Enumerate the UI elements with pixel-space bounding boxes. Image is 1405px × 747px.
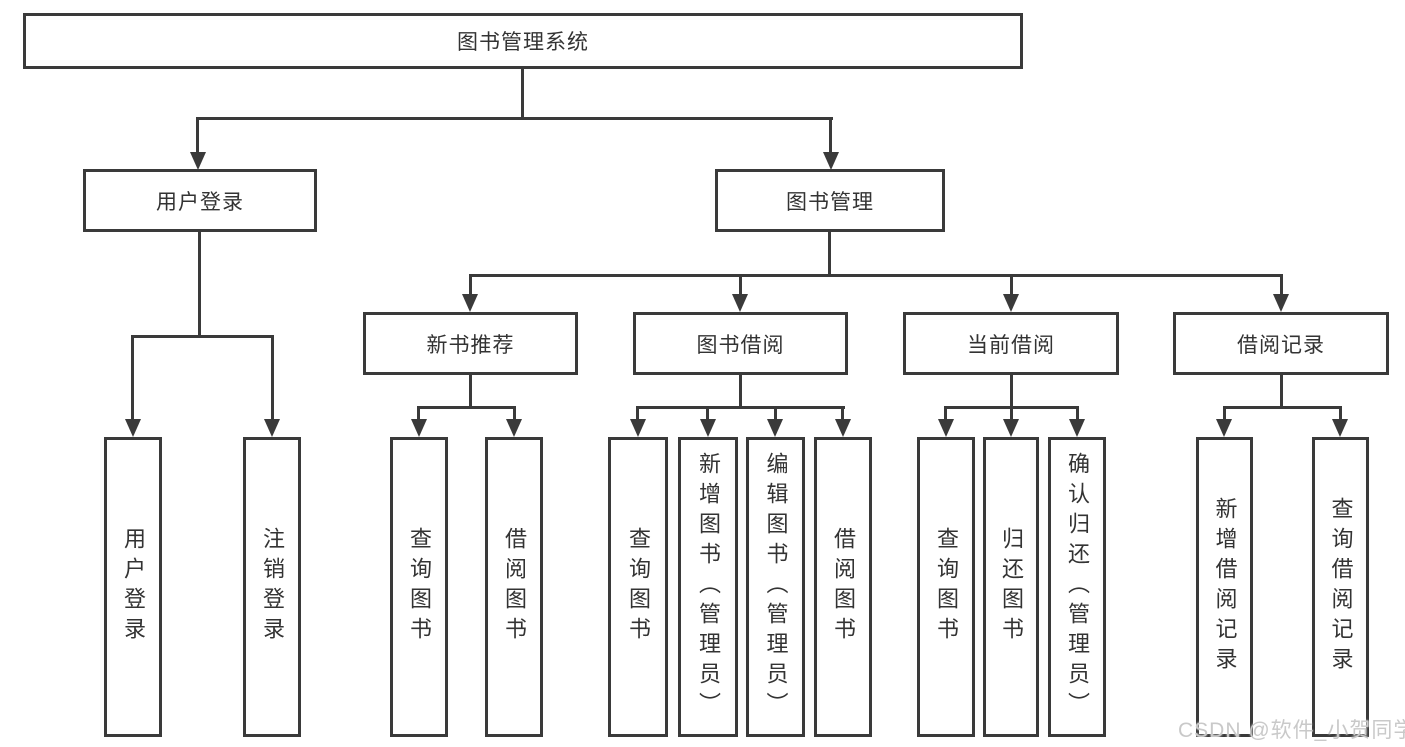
- node-label: 图书管理: [786, 190, 874, 214]
- arrow-down-icon: [411, 419, 427, 437]
- connector-line: [417, 406, 420, 421]
- leaf-return-book: 归还图书: [983, 437, 1039, 737]
- arrow-down-icon: [462, 294, 478, 312]
- connector-line: [196, 117, 199, 153]
- connector-line: [1010, 406, 1013, 421]
- leaf-label: 查询图书: [934, 527, 959, 647]
- connector-line: [521, 69, 524, 119]
- arrow-down-icon: [1003, 294, 1019, 312]
- leaf-borrow-book: 借阅图书: [485, 437, 543, 737]
- arrow-down-icon: [823, 152, 839, 170]
- connector-line: [469, 274, 1282, 277]
- leaf-add-book-admin: 新增图书（管理员）: [678, 437, 738, 737]
- leaf-edit-book-admin: 编辑图书（管理员）: [746, 437, 805, 737]
- leaf-label: 查询借阅记录: [1328, 497, 1354, 677]
- connector-line: [1076, 406, 1079, 421]
- leaf-label: 借阅图书: [502, 527, 527, 647]
- connector-line: [841, 406, 844, 421]
- connector-line: [636, 406, 639, 421]
- arrow-down-icon: [767, 419, 783, 437]
- arrow-down-icon: [732, 294, 748, 312]
- connector-line: [1010, 375, 1013, 408]
- arrow-down-icon: [938, 419, 954, 437]
- arrow-down-icon: [1332, 419, 1348, 437]
- connector-line: [828, 232, 831, 276]
- arrow-down-icon: [700, 419, 716, 437]
- connector-line: [944, 406, 947, 421]
- node-label: 图书借阅: [696, 333, 785, 357]
- leaf-query-borrow-record: 查询借阅记录: [1312, 437, 1369, 737]
- connector-line: [196, 117, 833, 120]
- connector-line: [1280, 274, 1283, 296]
- leaf-query-book: 查询图书: [608, 437, 668, 737]
- connector-line: [131, 335, 134, 421]
- leaf-logout: 注销登录: [243, 437, 301, 737]
- arrow-down-icon: [1216, 419, 1232, 437]
- connector-line: [636, 406, 845, 409]
- arrow-down-icon: [835, 419, 851, 437]
- node-user-login: 用户登录: [83, 169, 317, 232]
- leaf-label: 用户登录: [121, 527, 146, 647]
- connector-line: [198, 232, 201, 337]
- arrow-down-icon: [630, 419, 646, 437]
- connector-line: [1223, 406, 1342, 409]
- connector-line: [774, 406, 777, 421]
- connector-line: [469, 274, 472, 296]
- arrow-down-icon: [1273, 294, 1289, 312]
- leaf-label: 确认归还（管理员）: [1065, 452, 1090, 722]
- connector-line: [469, 375, 472, 408]
- connector-line: [1223, 406, 1226, 421]
- arrow-down-icon: [125, 419, 141, 437]
- connector-line: [417, 406, 516, 409]
- leaf-confirm-return-admin: 确认归还（管理员）: [1048, 437, 1106, 737]
- arrow-down-icon: [506, 419, 522, 437]
- connector-line: [829, 117, 832, 153]
- leaf-user-login: 用户登录: [104, 437, 162, 737]
- leaf-label: 注销登录: [260, 527, 285, 647]
- leaf-label: 查询图书: [626, 527, 651, 647]
- leaf-label: 借阅图书: [831, 527, 856, 647]
- leaf-query-book: 查询图书: [390, 437, 448, 737]
- leaf-label: 查询图书: [407, 527, 432, 647]
- connector-line: [739, 274, 742, 296]
- leaf-label: 归还图书: [999, 527, 1024, 647]
- node-label: 当前借阅: [967, 333, 1055, 357]
- connector-line: [513, 406, 516, 421]
- connector-line: [1280, 375, 1283, 408]
- leaf-add-borrow-record: 新增借阅记录: [1196, 437, 1253, 737]
- node-label: 用户登录: [156, 190, 244, 214]
- arrow-down-icon: [1069, 419, 1085, 437]
- csdn-watermark: CSDN @软件_小贺同学: [1178, 719, 1405, 742]
- connector-line: [706, 406, 709, 421]
- connector-line: [1339, 406, 1342, 421]
- arrow-down-icon: [264, 419, 280, 437]
- node-borrowing-records: 借阅记录: [1173, 312, 1389, 375]
- connector-line: [1010, 274, 1013, 296]
- connector-line: [739, 375, 742, 408]
- node-root: 图书管理系统: [23, 13, 1023, 69]
- leaf-label: 编辑图书（管理员）: [763, 452, 789, 722]
- connector-line: [271, 335, 274, 421]
- node-label: 新书推荐: [426, 333, 515, 357]
- node-new-book-recommend: 新书推荐: [363, 312, 578, 375]
- arrow-down-icon: [1003, 419, 1019, 437]
- connector-line: [131, 335, 274, 338]
- node-book-borrowing: 图书借阅: [633, 312, 848, 375]
- node-root-label: 图书管理系统: [457, 31, 589, 54]
- node-label: 借阅记录: [1237, 333, 1325, 357]
- leaf-borrow-book: 借阅图书: [814, 437, 872, 737]
- node-book-management: 图书管理: [715, 169, 945, 232]
- leaf-label: 新增借阅记录: [1212, 497, 1238, 677]
- leaf-label: 新增图书（管理员）: [696, 452, 721, 722]
- arrow-down-icon: [190, 152, 206, 170]
- node-current-borrowing: 当前借阅: [903, 312, 1119, 375]
- leaf-query-book: 查询图书: [917, 437, 975, 737]
